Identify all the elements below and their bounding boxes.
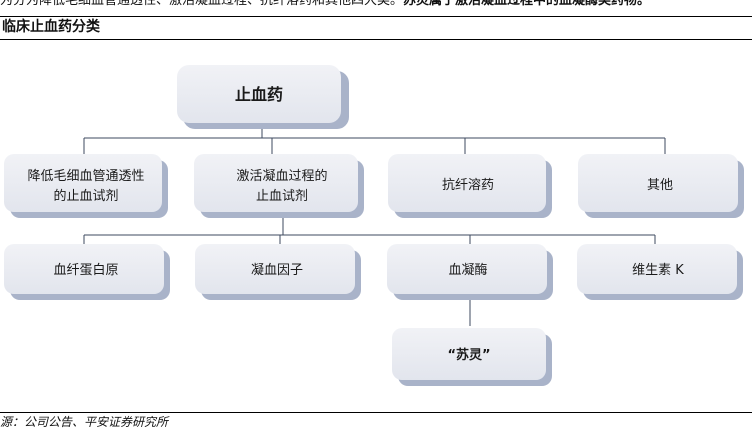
root-node: 止血药 (177, 65, 349, 129)
category-node-capillary: 降低毛细血管通透性 的止血试剂 (4, 154, 168, 218)
subtype-node-vitamin-k: 维生素 K (577, 244, 743, 300)
subtype-2-label: 凝血因子 (251, 262, 303, 278)
subtype-3-box (387, 244, 547, 294)
category-3-label: 抗纤溶药 (442, 178, 494, 193)
connector-lines (83, 125, 666, 326)
source-top-rule (0, 412, 752, 413)
root-node-box (177, 65, 341, 123)
category-1-label-line-1: 降低毛细血管通透性 (27, 169, 144, 184)
subtype-node-hemocoagulase: 血凝酶 (387, 244, 553, 300)
subtype-2-box (195, 244, 355, 294)
category-2-label-line-2: 止血试剂 (256, 189, 308, 204)
product-node-suling: “苏灵” (392, 328, 552, 386)
category-node-antifibrinolytic: 抗纤溶药 (388, 154, 552, 218)
product-box (392, 328, 546, 380)
category-node-other: 其他 (578, 154, 744, 218)
subtype-node-coagulation-factor: 凝血因子 (195, 244, 361, 300)
figure-title: 临床止血药分类 (2, 19, 100, 35)
category-4-label: 其他 (647, 178, 673, 193)
subtype-1-label: 血纤蛋白原 (53, 262, 118, 278)
category-4-box (578, 154, 738, 212)
category-2-label-line-1: 激活凝血过程的 (236, 168, 327, 184)
subtype-4-label: 维生素 K (632, 263, 684, 278)
category-node-coagulation: 激活凝血过程的 止血试剂 (194, 154, 364, 218)
subtype-3-label: 血凝酶 (448, 262, 487, 278)
root-node-label: 止血药 (235, 85, 283, 104)
intro-sentence-bold: 苏灵属于激活凝血过程中的血凝酶类药物。 (403, 0, 651, 8)
cropped-intro-sentence: 为分为降低毛细血管通透性、激活凝血过程、抗纤溶药和其他四大类。苏灵属于激活凝血过… (0, 0, 752, 11)
subtype-4-box (577, 244, 737, 294)
subtype-1-box (4, 244, 164, 294)
category-2-box (194, 154, 358, 212)
source-note: 源：公司公告、平安证券研究所 (0, 415, 169, 429)
category-3-box (388, 154, 546, 212)
category-1-box (4, 154, 162, 212)
title-top-rule (0, 16, 752, 17)
product-label: “苏灵” (447, 347, 490, 363)
title-bottom-rule (0, 39, 752, 40)
category-1-label-line-2: 的止血试剂 (53, 188, 118, 204)
subtype-node-fibrinogen: 血纤蛋白原 (4, 244, 170, 300)
intro-sentence-plain: 为分为降低毛细血管通透性、激活凝血过程、抗纤溶药和其他四大类。 (0, 0, 404, 8)
